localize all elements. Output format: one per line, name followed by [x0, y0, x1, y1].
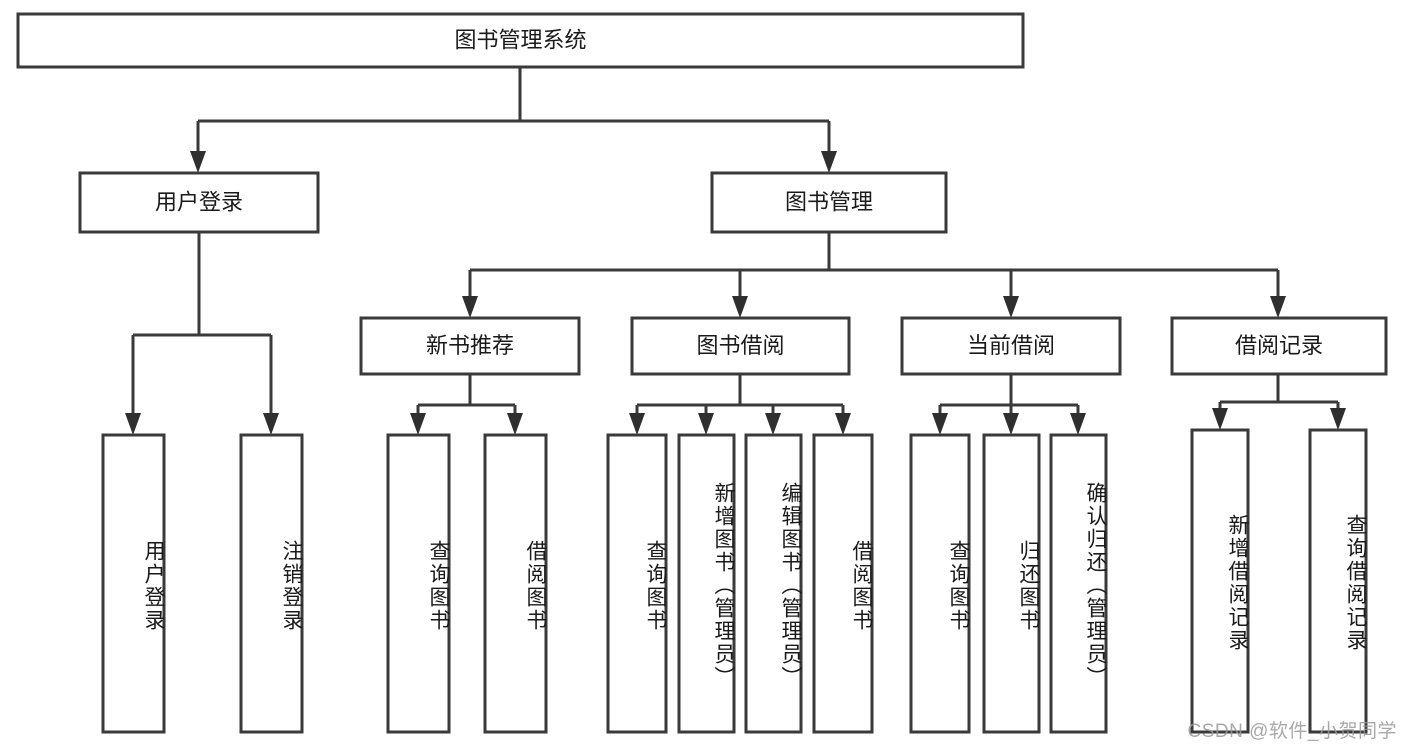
node-leaf-3[interactable] — [483, 433, 548, 734]
node-leaf-7[interactable] — [812, 433, 874, 734]
current-arrowhead-1 — [1003, 413, 1019, 435]
node-level3-0-label: 新书推荐 — [426, 333, 514, 358]
box-layer — [16, 12, 1388, 734]
newbook-arrowhead-1 — [507, 413, 523, 435]
connector-layer — [125, 67, 1346, 435]
node-leaf-10[interactable] — [1049, 433, 1108, 734]
borrow-arrowhead-1 — [698, 413, 714, 435]
newbook-arrowhead-0 — [410, 413, 426, 435]
login-arrowhead-0 — [125, 413, 141, 435]
node-level3-3[interactable] — [1170, 316, 1388, 376]
node-level2-1-label: 图书管理 — [785, 189, 873, 214]
node-level3-2-label: 当前借阅 — [967, 333, 1055, 358]
node-level3-1[interactable] — [630, 316, 851, 376]
node-level3-1-label: 图书借阅 — [696, 333, 784, 358]
csdn-watermark: CSDN @软件_小贺同学 — [1187, 721, 1397, 742]
node-level2-1[interactable] — [710, 171, 948, 234]
node-level2-0[interactable] — [78, 171, 320, 234]
node-leaf-12[interactable] — [1308, 428, 1368, 734]
node-leaf-11[interactable] — [1190, 428, 1250, 734]
node-level3-3-label: 借阅记录 — [1235, 333, 1323, 358]
manage-arrowhead-3 — [1270, 296, 1286, 318]
node-leaf-1[interactable] — [239, 433, 304, 734]
current-arrowhead-0 — [932, 413, 948, 435]
record-arrowhead-1 — [1330, 408, 1346, 430]
node-level3-0[interactable] — [359, 316, 581, 376]
node-level2-0-label: 用户登录 — [155, 189, 243, 214]
login-arrowhead-1 — [263, 413, 279, 435]
current-arrowhead-2 — [1070, 413, 1086, 435]
node-leaf-4[interactable] — [606, 433, 668, 734]
manage-arrowhead-2 — [1003, 296, 1019, 318]
node-leaf-8[interactable] — [909, 433, 971, 734]
record-arrowhead-0 — [1212, 408, 1228, 430]
borrow-arrowhead-3 — [835, 413, 851, 435]
node-level3-2[interactable] — [900, 316, 1122, 376]
borrow-arrowhead-0 — [629, 413, 645, 435]
node-leaf-6[interactable] — [744, 433, 803, 734]
node-leaf-0[interactable] — [101, 433, 166, 734]
node-leaf-2[interactable] — [386, 433, 451, 734]
root-arrowhead-1 — [821, 151, 837, 173]
borrow-arrowhead-2 — [765, 413, 781, 435]
node-root-system-label: 图书管理系统 — [454, 27, 586, 52]
root-arrowhead-0 — [190, 151, 206, 173]
node-root-system[interactable] — [16, 12, 1025, 69]
node-leaf-9[interactable] — [982, 433, 1041, 734]
manage-arrowhead-0 — [462, 296, 478, 318]
manage-arrowhead-1 — [732, 296, 748, 318]
node-leaf-5[interactable] — [677, 433, 736, 734]
